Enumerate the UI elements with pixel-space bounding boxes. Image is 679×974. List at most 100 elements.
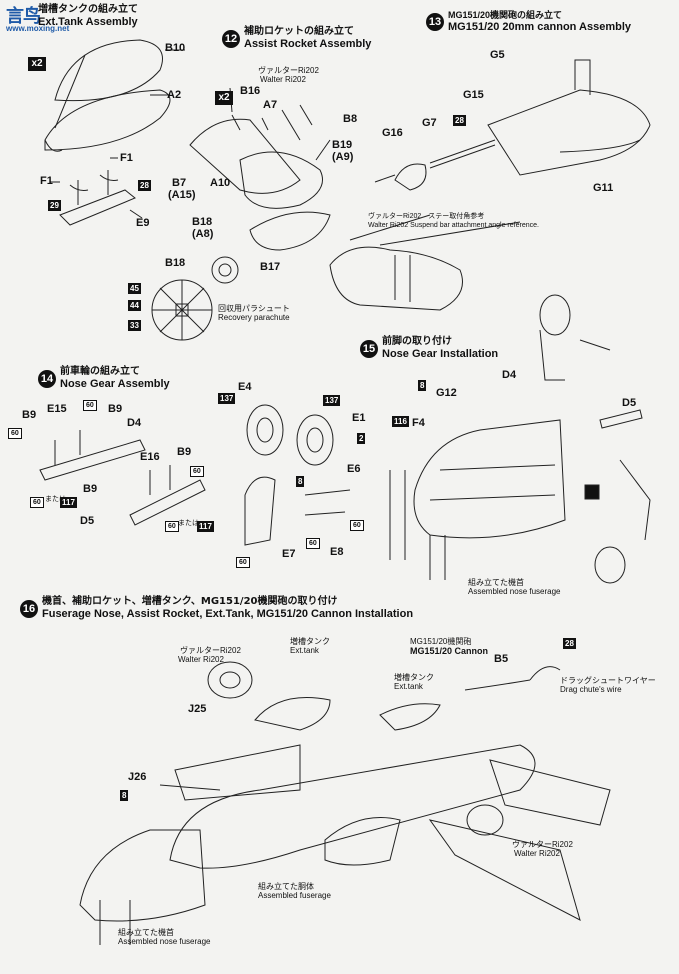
chute-label-jp: ドラッグシュートワイヤー	[560, 676, 656, 685]
part-label-b18-lower: B18	[165, 257, 186, 269]
paint-badge-44: 44	[128, 300, 141, 311]
part-label-g11: G11	[593, 182, 614, 194]
part-label-g15: G15	[463, 89, 484, 101]
part-label-d5: D5	[622, 397, 637, 409]
step12-title: 補助ロケットの組み立て Assist Rocket Assembly	[244, 26, 371, 50]
fuselage-art	[79, 661, 611, 945]
paint-badge-28: 28	[138, 180, 151, 191]
paint-badge-60-c: 60	[190, 466, 204, 477]
part-label-d4: D4	[127, 417, 142, 429]
part-label-f4: F4	[412, 417, 425, 429]
walter-label-jp: ヴァルターRi202	[180, 646, 241, 655]
walter-label-en: Walter Ri202	[178, 655, 224, 664]
paint-badge-29: 29	[48, 200, 61, 211]
part-label-e9: E9	[136, 217, 150, 229]
or-label-b: または or	[178, 520, 208, 527]
step11-quantity-badge: x2	[28, 57, 46, 71]
assist-rocket-art	[151, 87, 331, 341]
paint-badge-60-b: 60	[83, 400, 97, 411]
step13-title: MG151/20機関砲の組み立て MG151/20 20mm cannon As…	[448, 9, 631, 33]
paint-badge-8: 8	[120, 790, 129, 801]
step15-title-jp: 前脚の取り付け	[382, 336, 452, 347]
ext-tank-art	[44, 39, 185, 226]
paint-badge-117-a: 117	[60, 497, 77, 508]
step12-walter-jp: ヴァルターRi202	[258, 66, 319, 75]
paint-badge-117-b: 117	[197, 521, 214, 532]
step11-title-jp: 増槽タンクの組み立て	[38, 4, 138, 15]
part-label-j25: J25	[188, 703, 207, 715]
watermark-logo: 言鸟	[6, 6, 41, 27]
parachute-label-jp: 回収用パラシュート	[218, 304, 290, 313]
part-label-a15: (A15)	[168, 189, 196, 201]
paint-badge-2: 2	[357, 433, 366, 444]
fuselage-label-jp: 組み立てた胴体	[258, 882, 314, 891]
walter2-label-jp: ヴァルターRi202	[512, 840, 573, 849]
part-label-b5: B5	[494, 653, 509, 665]
paint-badge-60-h: 60	[236, 557, 250, 568]
step16-title-jp: 機首、補助ロケット、増槽タンク、MG151/20機関砲の取り付け	[42, 596, 338, 607]
part-label-g16: G16	[382, 127, 403, 139]
step16-title: 機首、補助ロケット、増槽タンク、MG151/20機関砲の取り付け Fuserag…	[42, 596, 413, 620]
walter-ref-en: Walter Ri202 Suspend bar attachment angl…	[368, 222, 539, 229]
step15-number: 15	[360, 340, 378, 358]
step12-title-jp: 補助ロケットの組み立て	[244, 26, 354, 37]
step14-title-en: Nose Gear Assembly	[60, 378, 170, 390]
walter2-label-en: Walter Ri202	[514, 849, 560, 858]
part-label-e7: E7	[282, 548, 296, 560]
part-label-e1: E1	[352, 412, 366, 424]
parachute-label-en: Recovery parachute	[218, 313, 290, 322]
part-label-a8: (A8)	[192, 228, 214, 240]
step14-title: 前車輪の組み立て Nose Gear Assembly	[60, 366, 170, 390]
paint-badge-33: 33	[128, 320, 141, 331]
part-label-g7: G7	[422, 117, 437, 129]
part-label-a7: A7	[263, 99, 278, 111]
fuselage-label-en: Assembled fuserage	[258, 891, 331, 900]
step16-title-en: Fuserage Nose, Assist Rocket, Ext.Tank, …	[42, 608, 414, 620]
walter-ref-jp: ヴァルターRi202 ステー取付角参考	[368, 213, 485, 220]
nose2-label-en: Assembled nose fuserage	[118, 937, 211, 946]
nose-label-en: Assembled nose fuserage	[468, 587, 561, 596]
part-label-g5: G5	[490, 49, 505, 61]
part-label-b9-c: B9	[177, 446, 192, 458]
part-label-e6: E6	[347, 463, 361, 475]
nose-gear-art	[39, 404, 351, 546]
part-label-b7: B7	[172, 177, 187, 189]
paint-badge-45: 45	[128, 283, 141, 294]
chute-label-en: Drag chute's wire	[560, 685, 622, 694]
step15-title-en: Nose Gear Installation	[382, 348, 499, 360]
paint-badge-28: 28	[563, 638, 576, 649]
step14-number: 14	[38, 370, 56, 388]
part-label-b16: B16	[240, 85, 261, 97]
step11-title-en: Ext.Tank Assembly	[38, 16, 138, 28]
step11-title: 増槽タンクの組み立て Ext.Tank Assembly	[38, 4, 138, 28]
part-label-b19: B19	[332, 139, 353, 151]
part-label-g12: G12	[436, 387, 457, 399]
tank-label-jp: 増槽タンク	[290, 637, 330, 646]
part-label-b9-b: B9	[108, 403, 123, 415]
nose-label-jp: 組み立てた機首	[468, 578, 524, 587]
part-label-j26: J26	[128, 771, 147, 783]
part-label-b10: B10	[165, 42, 186, 54]
part-label-f1-right: F1	[120, 152, 133, 164]
part-label-e4: E4	[238, 381, 252, 393]
tank-label-en: Ext.tank	[290, 646, 319, 655]
paint-badge-137-b: 137	[323, 395, 341, 406]
part-label-b18-upper: B18	[192, 216, 213, 228]
step13-number: 13	[426, 13, 444, 31]
paint-badge-60-e: 60	[165, 521, 179, 532]
step13-title-jp: MG151/20機関砲の組み立て	[448, 10, 563, 20]
paint-badge-60-f: 60	[350, 520, 364, 531]
step12-walter-en: Walter Ri202	[260, 75, 306, 84]
nose2-label-jp: 組み立てた機首	[118, 928, 174, 937]
tank2-label-en: Ext.tank	[394, 682, 423, 691]
cannon-art	[329, 59, 651, 311]
part-label-b8: B8	[343, 113, 358, 125]
part-label-e15: E15	[47, 403, 67, 415]
part-label-a10: A10	[210, 177, 231, 189]
part-label-e16: E16	[140, 451, 160, 463]
part-label-b9-d: B9	[83, 483, 98, 495]
step16-number: 16	[20, 600, 38, 618]
part-label-f1-left: F1	[40, 175, 53, 187]
